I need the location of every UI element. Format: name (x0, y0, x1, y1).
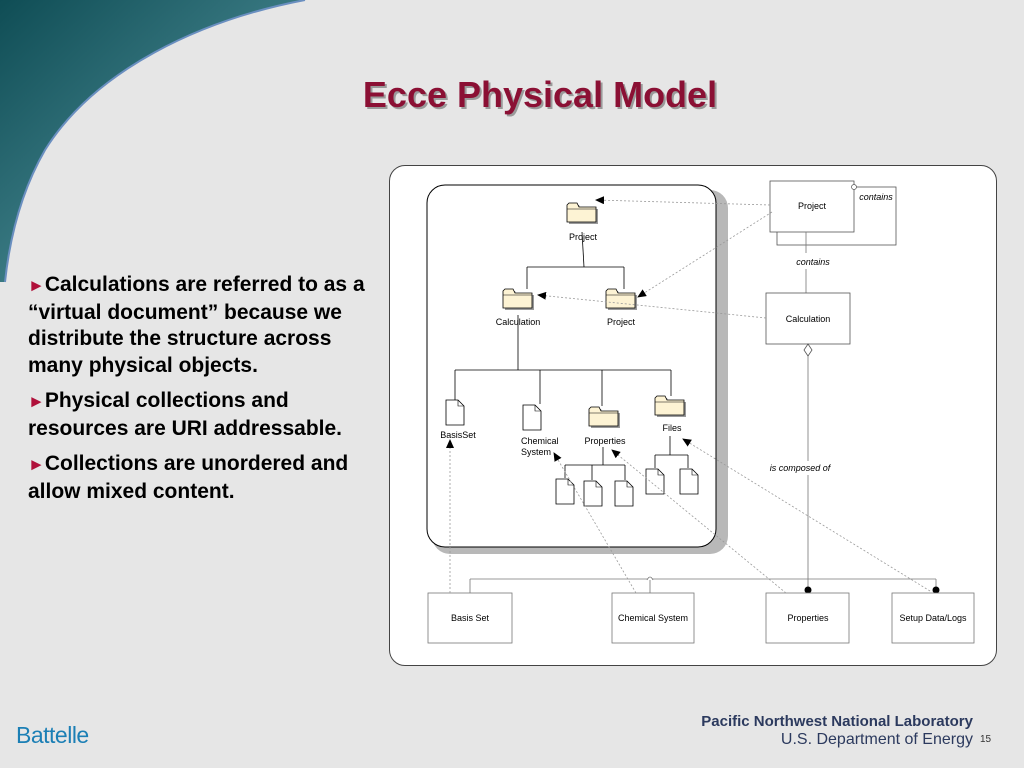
project-calculation-relation-label: contains (796, 257, 830, 267)
basis-set-box (427, 592, 513, 644)
bullet-item: ►Collections are unordered and allow mix… (28, 451, 378, 505)
tree-properties-label: Properties (584, 436, 626, 446)
tree-calculation-label: Calculation (496, 317, 541, 327)
composition-dot-icon (804, 586, 812, 594)
tree-files-label: Files (662, 423, 682, 433)
model-calculation-box (765, 292, 851, 345)
battelle-logo: Battelle (16, 722, 89, 748)
tree-container (426, 184, 717, 548)
basisset-document-icon (445, 399, 465, 426)
bullet-item: ►Calculations are referred to as a “virt… (28, 272, 378, 379)
slide-title: Ecce Physical Model (362, 74, 718, 115)
property-document-icon (614, 480, 634, 507)
tree-subproject-label: Project (607, 317, 636, 327)
tree-root-label: Project (569, 232, 598, 242)
file-document-icon (679, 468, 699, 495)
properties-box (765, 592, 850, 644)
property-document-icon (583, 480, 603, 507)
aggregation-icon (851, 184, 857, 190)
bullet-text: Calculations are referred to as a “virtu… (28, 273, 365, 377)
component-connectors (469, 578, 937, 593)
page-number: 15 (980, 734, 992, 745)
bullet-item: ►Physical collections and resources are … (28, 388, 378, 442)
bullet-arrow-icon: ► (28, 276, 45, 295)
composition-relation-label: is composed of (770, 463, 832, 473)
mapping-lines (446, 196, 931, 594)
basis-set-label: Basis Set (451, 613, 490, 623)
property-document-icon (555, 478, 575, 505)
setup-data-logs-box (891, 592, 975, 644)
lab-name: Pacific Northwest National Laboratory (701, 713, 973, 730)
composition-dot-icon (932, 586, 940, 594)
chemical-system-document-icon (522, 404, 542, 431)
bullet-text: Physical collections and resources are U… (28, 389, 342, 440)
bullet-arrow-icon: ► (28, 455, 45, 474)
bullet-arrow-icon: ► (28, 392, 45, 411)
chemical-system-label: Chemical System (618, 613, 688, 623)
project-self-relation-label: contains (859, 192, 893, 202)
properties-label: Properties (787, 613, 829, 623)
pnnl-footer: Pacific Northwest National Laboratory U.… (701, 713, 973, 749)
tree-basisset-label: BasisSet (440, 430, 476, 440)
department-name: U.S. Department of Energy (780, 731, 973, 748)
tree-connectors (454, 231, 689, 480)
bullet-list: ►Calculations are referred to as a “virt… (28, 272, 378, 514)
setup-data-logs-label: Setup Data/Logs (899, 613, 967, 623)
model-project-label: Project (798, 201, 827, 211)
chemical-system-box (611, 592, 695, 644)
model-project-box (769, 180, 855, 233)
bullet-text: Collections are unordered and allow mixe… (28, 452, 349, 503)
model-calculation-label: Calculation (786, 314, 831, 324)
